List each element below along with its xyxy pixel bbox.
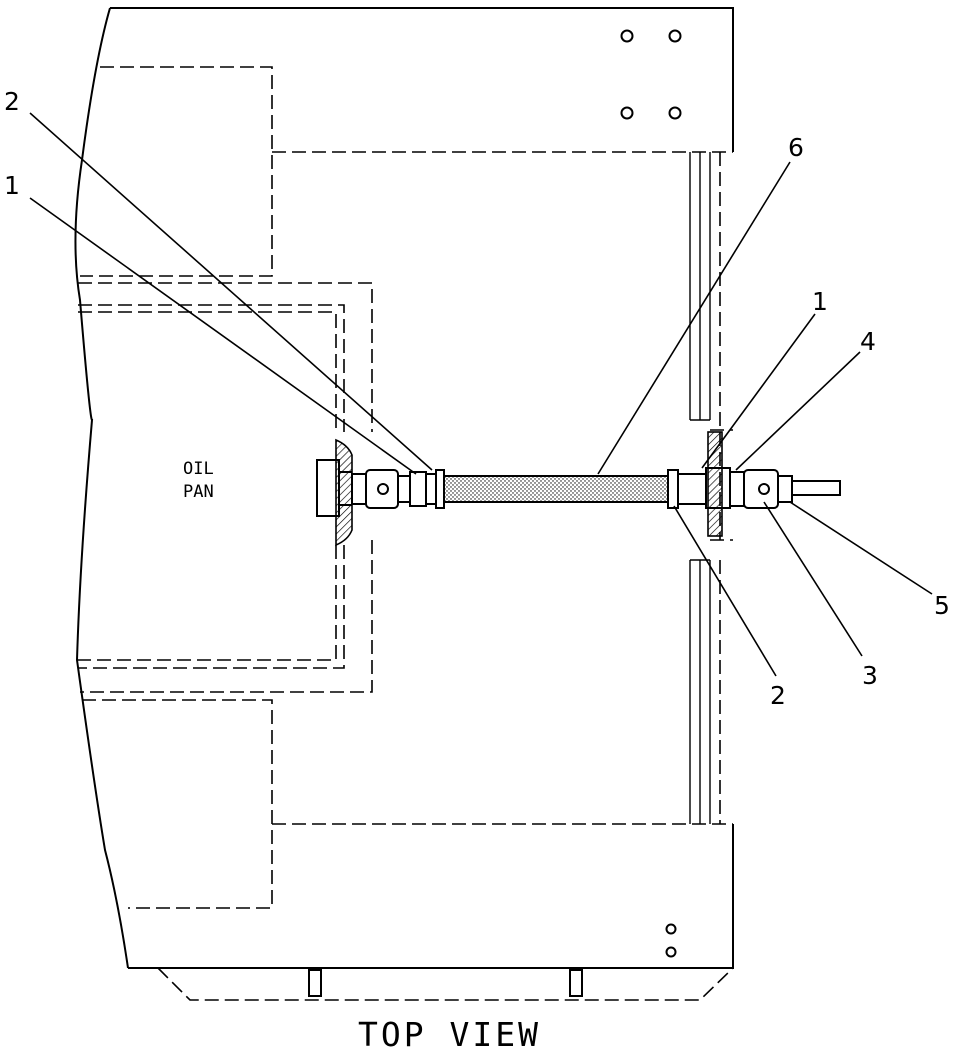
side-rail	[689, 152, 733, 824]
left-valve-assembly	[351, 469, 445, 509]
right-valve-assembly	[667, 431, 841, 537]
oil-pan-outline	[78, 282, 373, 693]
frame-bands	[80, 66, 733, 909]
callout-6: 6	[788, 133, 804, 162]
hose	[443, 475, 669, 503]
callout-1-left: 1	[4, 171, 20, 200]
callout-5: 5	[934, 591, 950, 620]
callout-2-lower-right: 2	[770, 681, 786, 710]
drain-boss	[316, 438, 353, 547]
frame-outline	[74, 7, 734, 1001]
callout-1-right: 1	[812, 287, 828, 316]
oil-pan-label-line1: OIL	[183, 459, 214, 479]
oil-pan-label-line2: PAN	[183, 482, 214, 502]
callout-2-upper-left: 2	[4, 87, 20, 116]
leader-lines	[29, 112, 933, 677]
mounting-holes	[620, 29, 682, 958]
view-caption: TOP VIEW	[358, 1015, 541, 1054]
callout-4: 4	[860, 327, 876, 356]
callout-3: 3	[862, 661, 878, 690]
